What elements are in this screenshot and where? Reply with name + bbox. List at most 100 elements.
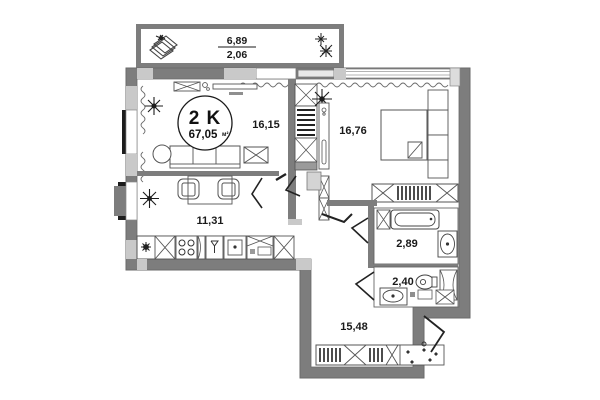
entrance-door-hinge: [421, 341, 427, 347]
living-console-shadow: [229, 92, 243, 95]
kitchen-faucet-icon: [205, 235, 224, 260]
kitchen-group: 11,31: [136, 171, 295, 260]
hall-door-leaf-2: [321, 213, 353, 224]
left-wall-pier-3: [126, 240, 137, 259]
apartment-area-unit: м²: [222, 131, 228, 138]
curtain-left-upper: [140, 85, 146, 135]
kitchen-divider-wall: [137, 171, 279, 176]
balcony-reduced-area-label: 2,06: [227, 49, 248, 61]
bathtub-icon: [390, 209, 440, 230]
badge-circle: [177, 95, 233, 151]
bedroom-bottom-wall: [327, 200, 377, 206]
hall-wall-pier-1: [296, 259, 311, 270]
curtain-bedroom: [315, 82, 449, 88]
left-windows-group: [114, 86, 138, 259]
bathroom-cabinet: [376, 209, 391, 230]
left-wall-pier-2: [126, 154, 137, 176]
left-window-frame: [125, 109, 138, 155]
bathroom-door-swing: [350, 217, 369, 244]
living-lamp-icon: [202, 82, 208, 88]
center-lower-units: [306, 171, 330, 221]
apartment-area-label: 67,05: [189, 129, 218, 141]
kitchen-cabinet-end: [273, 235, 295, 260]
bedroom-group: 16,76: [327, 67, 461, 206]
kitchen-narrow-unit-curve: [197, 235, 201, 260]
balcony-group: 6,89 2,06: [136, 24, 344, 68]
kitchen-cabinet-1: [154, 235, 176, 260]
kitchen-dining-table: [187, 175, 233, 205]
left-wall-pier-1: [126, 86, 137, 110]
living-lamp-icon-small: [206, 87, 210, 91]
wc-group: 2,40: [354, 264, 459, 308]
bedroom-window: [344, 68, 458, 79]
bedroom-wardrobe: [427, 89, 449, 179]
entrance-door-swing: [423, 315, 446, 353]
left-window-glass: [122, 110, 128, 154]
apartment-type-label: 2 K: [189, 108, 222, 129]
bathroom-left-wall: [368, 204, 374, 268]
balcony-area-label: 6,89: [227, 35, 248, 47]
center-wardrobe: [294, 83, 318, 171]
bathroom-sink-icon: [437, 230, 458, 258]
top-windows-group: [137, 67, 458, 80]
kitchen-narrow-unit: [197, 235, 206, 260]
balcony-interior: [141, 29, 339, 63]
top-wall-pier-3: [137, 68, 153, 79]
left-window-recess: [114, 186, 128, 216]
center-partition-wall: [288, 79, 296, 219]
bedroom-bed: [380, 109, 428, 161]
balcony-plant-left-icon: [155, 34, 166, 41]
bathroom-group: 2,89: [350, 204, 459, 268]
toilet-icon: [415, 274, 438, 290]
kitchen-area-label: 11,31: [197, 215, 224, 227]
hall-area-label: 15,48: [340, 321, 368, 333]
kitchen-armchair-right: [217, 178, 240, 200]
bathroom-area-label: 2,89: [396, 238, 417, 250]
kitchen-counter-run: [136, 235, 295, 260]
curtain-decor-group: [140, 82, 449, 183]
living-room-area-label: 16,15: [252, 119, 280, 131]
living-side-table: [243, 146, 269, 164]
kitchen-wall-pier: [137, 259, 147, 270]
wc-washer: [417, 289, 433, 300]
kitchen-door-swing: [251, 177, 263, 209]
hall-group: 15,48: [315, 315, 446, 366]
kitchen-armchair-left: [177, 178, 200, 200]
hall-threshold: [288, 219, 302, 225]
apartment-type-badge: 2 K 67,05 м²: [177, 95, 233, 151]
wall-piers-group: [137, 259, 311, 270]
wc-divider-wall: [374, 264, 458, 267]
left-window-frame-2: [125, 181, 138, 221]
kitchen-plant-icon: [140, 189, 159, 208]
bedroom-area-label: 16,76: [339, 125, 367, 137]
wc-area-label: 2,40: [392, 276, 413, 288]
top-wall-pier-2: [334, 68, 346, 79]
bedroom-plant-icon: [312, 89, 332, 109]
living-plant-icon: [145, 97, 163, 115]
balcony-window-opening: [297, 69, 335, 78]
kitchen-vent-icon: [141, 242, 151, 252]
balcony-door-opening: [255, 67, 297, 80]
wc-small-fixture: [410, 292, 415, 297]
wc-door-swing: [354, 271, 375, 301]
curtain-left-lower: [140, 151, 146, 183]
top-wall-pier-1: [224, 68, 256, 79]
kitchen-sink-icon: [223, 235, 247, 260]
hall-door-swing-1: [284, 175, 301, 197]
wc-basin-icon: [379, 287, 408, 306]
bedroom-blind: [449, 67, 461, 87]
living-cabinet-cross: [173, 81, 201, 92]
interior-doors-group: [251, 172, 353, 225]
wc-cabinet-corner: [435, 289, 455, 305]
kitchen-stove-icon: [175, 235, 198, 260]
hall-bottom-units: [315, 344, 445, 366]
living-door-leaf: [275, 172, 287, 182]
bedroom-radiator: [371, 183, 459, 203]
center-partition-group: [288, 79, 332, 221]
balcony-plant-right-icon: [315, 33, 333, 58]
center-tall-unit: [318, 102, 330, 170]
living-round-table: [152, 144, 172, 164]
kitchen-appliance: [246, 235, 274, 260]
